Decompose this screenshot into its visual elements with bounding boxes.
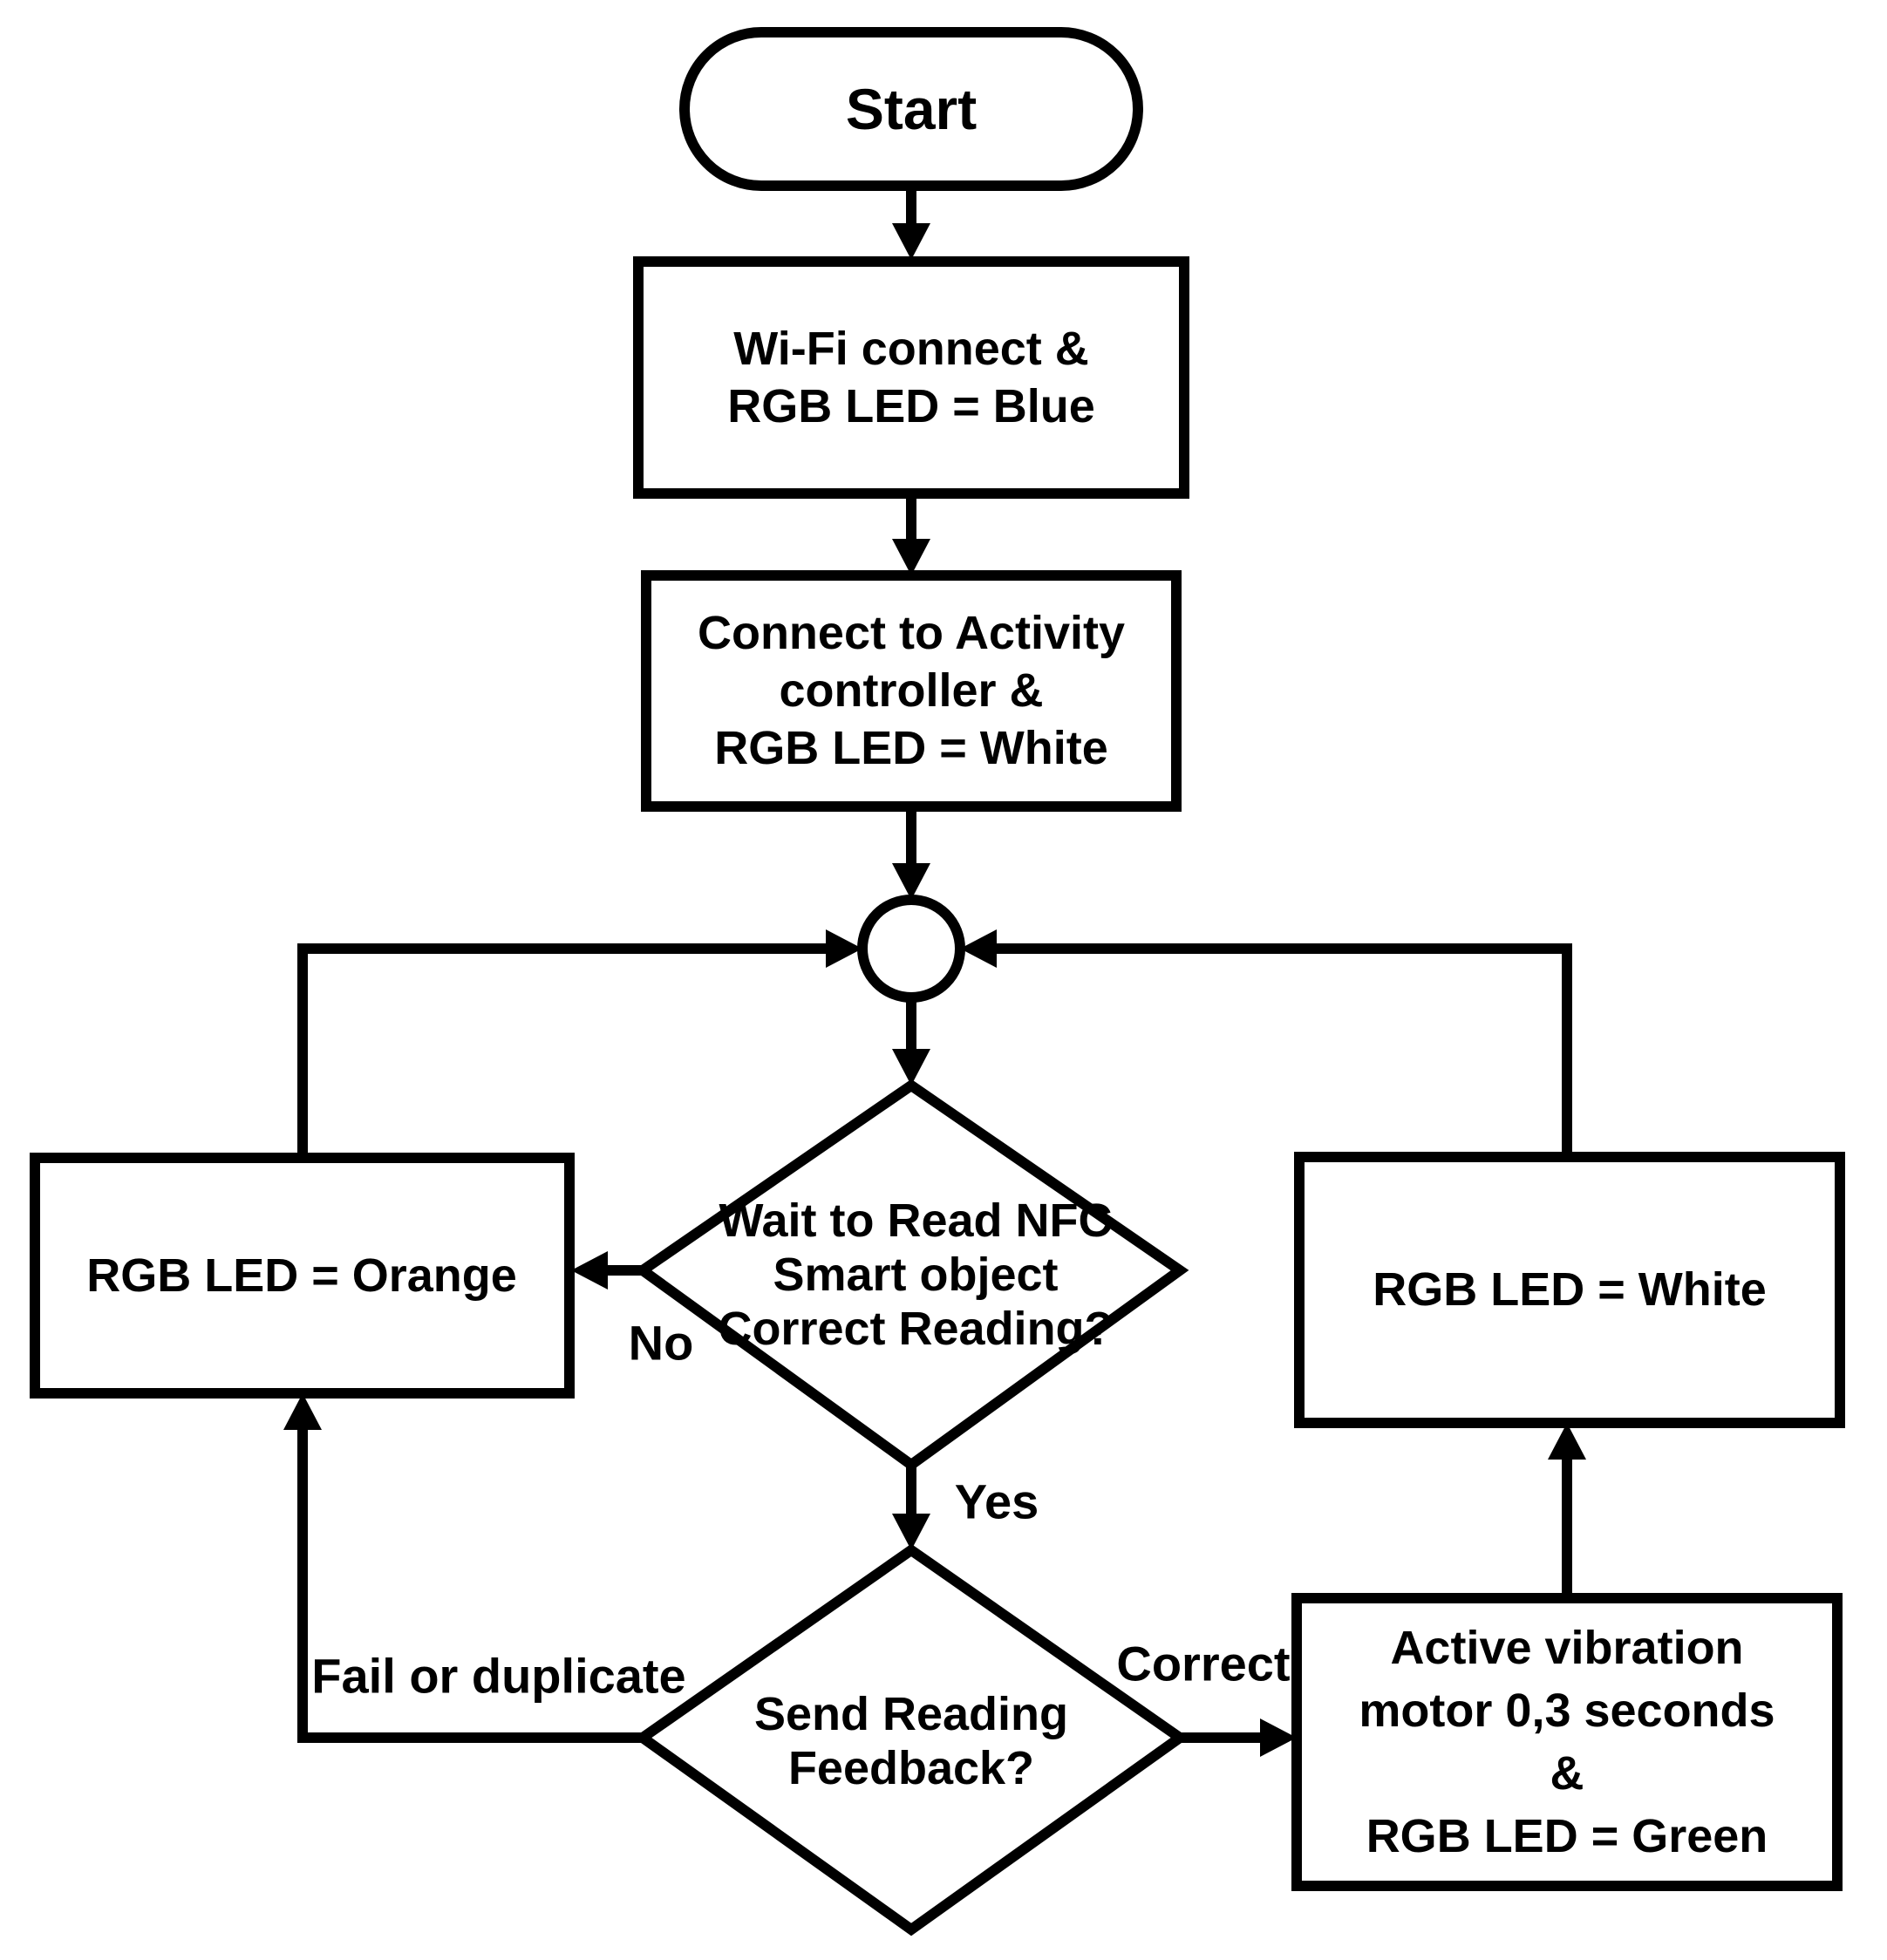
arrowhead-left-icon [960,929,997,968]
send-feedback-line: Send Reading [754,1688,1068,1740]
activity-controller-line: RGB LED = White [714,722,1108,774]
arrowhead-up-icon [1548,1423,1586,1460]
activity-controller-line: controller & [779,664,1043,717]
wait-read-nfc-line: Smart object [773,1249,1058,1301]
edge-orange-to-junction [297,929,862,1158]
send-feedback-decision: Send Reading Feedback? [633,1543,1189,1936]
wifi-connect-line: RGB LED = Blue [727,380,1095,432]
edge-junction-to-nfc-decision [892,997,930,1085]
rgb-white-shape [1294,1152,1845,1428]
edge-line [997,943,1572,1157]
wait-read-nfc-shape [633,1079,1189,1472]
wifi-connect-line: Wi-Fi connect & [733,323,1089,375]
activity-controller-line: Connect to Activity [698,607,1125,659]
vibration-green-line: RGB LED = Green [1366,1810,1768,1862]
junction-node [857,895,965,1003]
label-correct: Correct [1116,1637,1290,1691]
wifi-connect-shape [633,256,1189,499]
label-no: No [629,1316,694,1371]
start-node: Start [679,27,1143,191]
arrowhead-down-icon [892,539,930,575]
arrowhead-right-icon [1260,1718,1297,1757]
edge-fail-to-orange [283,1393,643,1743]
start-terminator-shape [679,27,1143,191]
arrowhead-down-icon [892,1049,930,1085]
send-feedback-shape [633,1543,1189,1936]
edge-line [297,943,826,1158]
label-fail-or-duplicate: Fail or duplicate [311,1649,685,1704]
vibration-green-line: & [1550,1747,1584,1800]
vibration-green-line: Active vibration [1390,1622,1743,1674]
edge-correct-to-vibration [1180,1718,1297,1757]
arrowhead-left-icon [571,1251,608,1290]
activity-controller-shape [641,570,1182,812]
edge-white-to-junction [960,929,1572,1157]
edge-no-to-orange [571,1251,643,1290]
edge-controller-to-junction [892,806,930,900]
junction-circle-shape [857,895,965,1003]
wait-read-nfc-line: Correct Reading? [718,1303,1113,1355]
arrowhead-down-icon [892,223,930,260]
vibration-green-node: Active vibration motor 0,3 seconds & RGB… [1291,1593,1843,1891]
edge-yes-to-feedback [892,1465,930,1550]
edge-vibration-to-white [1548,1423,1586,1598]
edge-start-to-wifi [892,186,930,260]
vibration-green-line: motor 0,3 seconds [1359,1684,1775,1737]
rgb-orange-node: RGB LED = Orange [30,1153,575,1399]
label-yes: Yes [955,1474,1039,1529]
rgb-orange-shape [30,1153,575,1399]
arrowhead-right-icon [826,929,862,968]
wifi-connect-node: Wi-Fi connect & RGB LED = Blue [633,256,1189,499]
wait-read-nfc-decision: Wait to Read NFC Smart object Correct Re… [633,1079,1189,1472]
arrowhead-up-icon [283,1393,322,1430]
wait-read-nfc-line: Wait to Read NFC [719,1194,1113,1247]
activity-controller-node: Connect to Activity controller & RGB LED… [641,570,1182,812]
rgb-white-line: RGB LED = White [1373,1263,1767,1316]
edge-wifi-to-controller [892,493,930,575]
vibration-green-shape [1291,1593,1843,1891]
arrowhead-down-icon [892,863,930,900]
rgb-orange-line: RGB LED = Orange [86,1249,517,1302]
rgb-white-node: RGB LED = White [1294,1152,1845,1428]
arrowhead-down-icon [892,1514,930,1550]
edge-line [297,1430,643,1743]
start-label: Start [846,77,977,141]
send-feedback-line: Feedback? [788,1742,1034,1794]
